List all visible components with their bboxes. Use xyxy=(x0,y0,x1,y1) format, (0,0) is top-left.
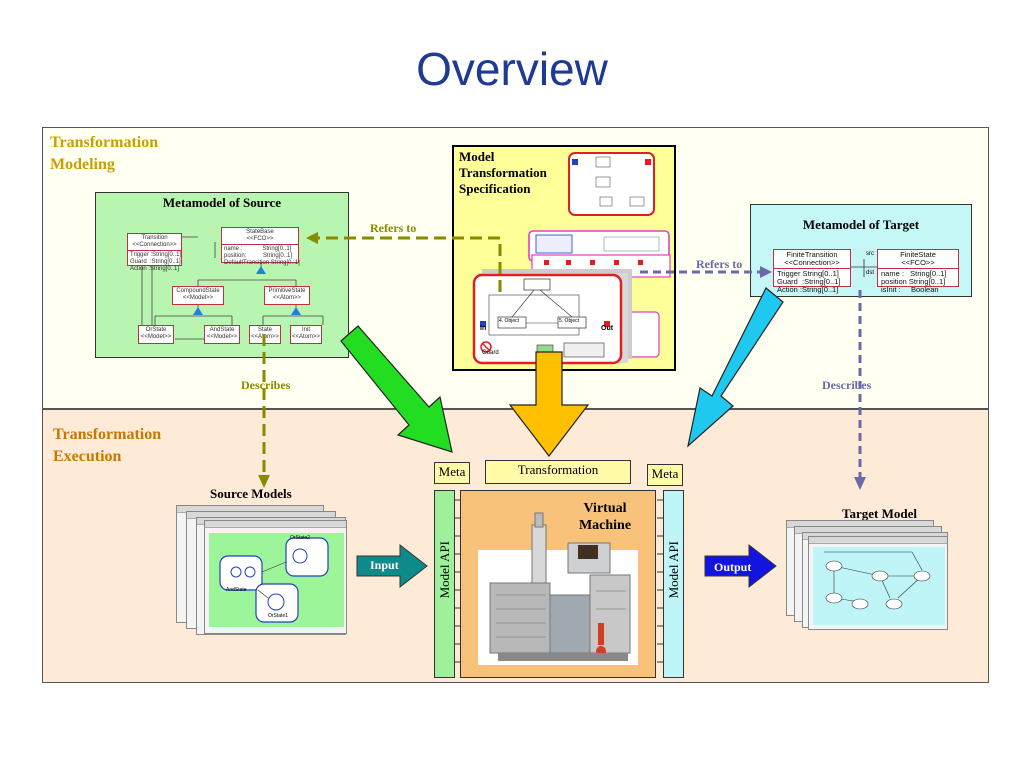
describes-target-arrowhead xyxy=(854,477,866,490)
source-orstate2-label: OrState2 xyxy=(290,535,311,541)
target-model-title: Target Model xyxy=(842,506,917,521)
spec-box-title: Model Transformation Specification xyxy=(459,149,547,196)
meta-tag-right: Meta xyxy=(647,464,683,486)
target-src-label: src xyxy=(866,251,874,257)
metamodel-target-title: Metamodel of Target xyxy=(802,217,920,232)
refers-to-target-arrowhead xyxy=(760,266,772,278)
spec-screenshot-collage xyxy=(472,152,671,365)
uml-finite-transition-body: Trigger String[0..1] Guard :String[0..1]… xyxy=(777,269,841,294)
target-window-front xyxy=(808,536,948,630)
target-model-graph xyxy=(824,551,931,610)
uml-finite-state-body: name : String[0..1] position String[0..1… xyxy=(881,269,947,294)
spec-guard-label: Guard xyxy=(482,350,499,356)
uml-finite-state: FiniteState <<FCO>> name : String[0..1] … xyxy=(877,249,959,294)
output-label: Output xyxy=(714,560,752,574)
source-orstate1-label: OrState1 xyxy=(268,613,289,619)
uml-andstate-header: AndState <<Model>> xyxy=(206,327,238,340)
refers-to-label-left: Refers to xyxy=(370,221,417,235)
modeling-label: Transformation Modeling xyxy=(50,134,159,173)
transformation-tag: Transformation xyxy=(485,460,631,484)
uml-andstate: AndState <<Model>> xyxy=(204,325,240,344)
gold-flow-arrow xyxy=(508,351,590,457)
virtual-machine-label: Virtual Machine xyxy=(578,501,632,533)
spec-in-label: In xyxy=(480,325,487,332)
model-api-label-right: Model API xyxy=(666,541,681,599)
source-andstate-label: AndState xyxy=(226,587,247,593)
metamodel-source-title: Metamodel of Source xyxy=(162,195,282,210)
input-label: Input xyxy=(370,558,399,572)
uml-finite-transition: FiniteTransition <<Connection>> Trigger … xyxy=(773,249,851,294)
input-arrow-shape xyxy=(356,543,428,589)
spec-out-label: Out xyxy=(601,325,614,332)
uml-statebase-header: StateBase <<FCO>> xyxy=(222,228,298,245)
page-title: Overview xyxy=(416,43,608,95)
refers-to-label-right: Refers to xyxy=(696,257,743,271)
refers-to-source-arrow xyxy=(316,236,502,292)
green-flow-arrow xyxy=(340,325,453,453)
uml-primitivestate-header: PrimitiveState <<Atom>> xyxy=(268,288,306,301)
uml-init: Init <<Atom>> xyxy=(290,325,322,344)
refers-to-source-arrowhead xyxy=(306,232,318,244)
uml-compoundstate: CompoundState <<Model>> xyxy=(172,286,224,305)
describes-label-right: Describes xyxy=(822,378,872,392)
api-tick-marks-right xyxy=(657,499,663,663)
uml-init-header: Init <<Atom>> xyxy=(292,327,321,340)
uml-transition-header: Transition <<Connection>> xyxy=(128,234,181,251)
execution-label: Transformation Execution xyxy=(53,426,162,465)
uml-primitivestate: PrimitiveState <<Atom>> xyxy=(264,286,310,305)
uml-statebase-body: name : String[0..1] position: String[0..… xyxy=(224,246,300,266)
spec-object-right: 5. Object xyxy=(559,318,580,324)
output-arrow-shape xyxy=(704,543,777,589)
cyan-flow-arrow xyxy=(687,287,784,448)
machine-illustration xyxy=(478,512,638,665)
uml-transition-body: Trigger :String[0..1] Guard :String[0..1… xyxy=(130,252,182,272)
model-api-label-left: Model API xyxy=(437,541,452,599)
uml-compoundstate-header: CompoundState <<Model>> xyxy=(176,288,220,301)
describes-label-left: Describes xyxy=(241,378,291,392)
uml-transition: Transition <<Connection>> Trigger :Strin… xyxy=(127,233,182,272)
target-dst-label: dst xyxy=(866,270,875,276)
uml-orstate: OrState <<Model>> xyxy=(138,325,174,344)
source-model-graph xyxy=(219,537,329,623)
model-api-bar-right: Model API xyxy=(663,490,684,678)
model-api-bar-left: Model API xyxy=(434,490,455,678)
source-models-title: Source Models xyxy=(210,486,292,501)
spec-object-left: 4. Object xyxy=(499,318,520,324)
uml-finite-transition-header: FiniteTransition <<Connection>> xyxy=(774,250,850,269)
uml-finite-state-header: FiniteState <<FCO>> xyxy=(878,250,958,269)
uml-statebase: StateBase <<FCO>> name : String[0..1] po… xyxy=(221,227,300,266)
target-uml-link xyxy=(851,259,877,277)
uml-orstate-header: OrState <<Model>> xyxy=(140,327,172,340)
meta-tag-left: Meta xyxy=(434,462,470,484)
describes-source-arrowhead xyxy=(258,475,270,488)
